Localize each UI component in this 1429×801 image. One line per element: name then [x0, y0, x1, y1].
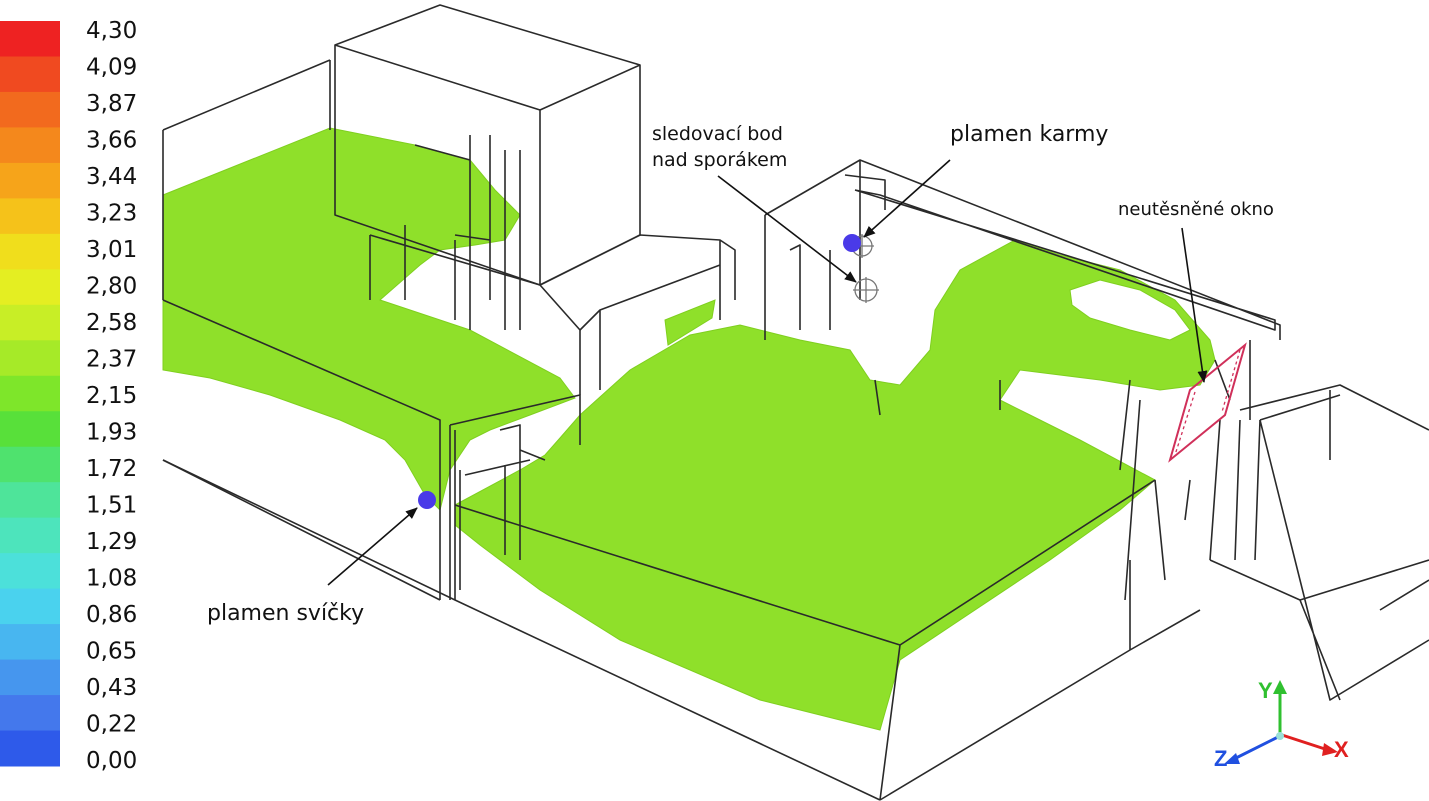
colorbar-segment [0, 695, 60, 732]
label-monitor-point-line1: sledovací bod [652, 123, 783, 145]
colorbar-tick-label: 0,65 [86, 639, 137, 665]
colorbar-segment [0, 553, 60, 590]
colorbar-tick-label: 3,01 [86, 237, 137, 263]
colorbar-tick-label: 0,86 [86, 602, 137, 628]
y-axis-label: Y [1258, 678, 1273, 703]
x-axis-arrowhead [1322, 743, 1338, 756]
monitor-point-markers [850, 234, 879, 303]
colorbar-segment [0, 198, 60, 235]
colorbar-tick-label: 1,51 [86, 493, 137, 519]
window-outline [1168, 342, 1247, 463]
isosurface-strip [664, 299, 716, 346]
label-leaky-window: neutěsněné okno [1118, 199, 1274, 220]
isosurface-gap [1069, 279, 1191, 341]
colorbar-segment [0, 304, 60, 341]
colorbar-tick-label: 2,15 [86, 383, 137, 409]
colorbar-segment [0, 730, 60, 767]
colorbar-segment [0, 624, 60, 661]
colorbar-segment [0, 375, 60, 412]
colorbar-tick-label: 0,43 [86, 675, 137, 701]
colorbar-tick-label: 3,23 [86, 201, 137, 227]
wire-middle-block [539, 234, 736, 390]
y-axis-arrowhead [1273, 680, 1287, 694]
heater-flame-marker [843, 234, 861, 252]
colorbar-segment [0, 340, 60, 377]
wire-left-block [162, 59, 441, 601]
colorbar-segment [0, 233, 60, 270]
crosshair-icon [853, 277, 879, 303]
colorbar-tick-label: 1,72 [86, 456, 137, 482]
z-axis-arrow [1231, 735, 1279, 762]
colorbar-segment [0, 659, 60, 696]
colorbar-segment [0, 127, 60, 164]
arrow-window [1181, 227, 1208, 383]
colorbar-segment [0, 269, 60, 306]
colorbar-segment [0, 482, 60, 519]
colorbar-tick-label: 2,58 [86, 310, 137, 336]
wire-doorway [449, 394, 581, 600]
x-axis-label: X [1334, 737, 1349, 762]
axis-origin [1276, 732, 1284, 740]
colorbar-tick-label: 1,29 [86, 529, 137, 555]
label-candle-flame: plamen svíčky [207, 601, 364, 626]
colorbar-tick-label: 4,09 [86, 55, 137, 81]
window-dashed-edges [1174, 349, 1241, 456]
isosurface [162, 127, 1216, 731]
colorbar-tick-label: 1,93 [86, 420, 137, 446]
wire-bottom-edge [879, 560, 1201, 801]
z-axis-label: Z [1214, 746, 1227, 771]
colorbar-segment [0, 411, 60, 448]
z-axis-arrowhead [1224, 753, 1240, 764]
colorbar-segment [0, 21, 60, 57]
colorbar-segment [0, 517, 60, 554]
annotation-arrows [327, 159, 1208, 586]
leaky-window-frame [1168, 342, 1247, 463]
axis-triad [1231, 690, 1329, 762]
arrow-heater [863, 159, 951, 238]
wire-kitchen-box [764, 159, 1281, 416]
candle-flame-marker [418, 491, 436, 509]
colorbar-tick-label: 4,30 [86, 18, 137, 44]
wire-main-floor [162, 459, 1156, 801]
wire-window-walls [1119, 340, 1261, 601]
colorbar-tick-label: 3,44 [86, 164, 137, 190]
colorbar-tick-label: 3,87 [86, 91, 137, 117]
colorbar-tick-label: 3,66 [86, 128, 137, 154]
colorbar-tick-label: 0,00 [86, 748, 137, 774]
color-legend: 4,30 4,09 3,87 3,66 3,44 3,23 3,01 2,80 2,58 2,37… [0, 18, 137, 774]
wire-exterior-box [1209, 384, 1429, 701]
colorbar-segment [0, 162, 60, 199]
arrow-candle [327, 507, 418, 586]
isosurface-left-room [162, 127, 576, 511]
arrow-monitor [717, 175, 857, 283]
colorbar-segment [0, 446, 60, 483]
colorbar-segment [0, 588, 60, 625]
colorbar-segment [0, 56, 60, 93]
label-heater-flame: plamen karmy [950, 122, 1108, 147]
colorbar-tick-label: 0,22 [86, 712, 137, 738]
wire-columns [369, 135, 581, 395]
colorbar-tick-label: 2,37 [86, 347, 137, 373]
wireframe-geometry [162, 4, 1429, 801]
colorbar-tick-label: 1,08 [86, 566, 137, 592]
x-axis-arrow [1281, 733, 1329, 752]
colorbar-tick-label: 2,80 [86, 274, 137, 300]
label-monitor-point-line2: nad sporákem [652, 149, 787, 171]
colorbar-segment [0, 91, 60, 128]
